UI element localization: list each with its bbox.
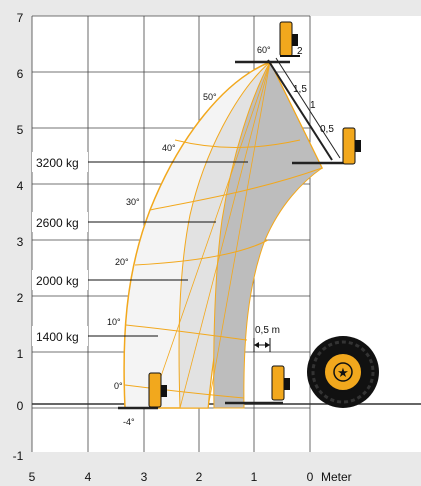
x-tick-3: 3 (141, 470, 148, 484)
y-tick-5: 5 (17, 123, 24, 137)
extension-mark-2: 2 (297, 46, 303, 57)
load-label-2000: 2000 kg (36, 274, 79, 288)
y-tick-4: 4 (17, 179, 24, 193)
spoke-1 (207, 61, 271, 409)
angle-neg4: -4° (123, 417, 135, 427)
y-tick-1: 1 (17, 347, 24, 361)
y-tick-6: 6 (17, 67, 24, 81)
svg-text:★: ★ (337, 365, 349, 380)
x-tick-1: 1 (251, 470, 258, 484)
load-leaders (88, 161, 248, 337)
load-label-3200: 3200 kg (36, 156, 79, 170)
angle-0: 0° (114, 381, 123, 391)
angle-20: 20° (115, 257, 129, 267)
carriage-icon-left (148, 372, 167, 408)
angle-30: 30° (126, 197, 140, 207)
offset-dimension (253, 338, 271, 352)
boom-top (235, 57, 348, 165)
arc-30 (134, 239, 269, 266)
extension-mark-0-5: 0,5 (320, 124, 334, 135)
offset-label: 0,5 m (255, 325, 280, 336)
angle-50: 50° (203, 92, 217, 102)
zone-inner (213, 60, 323, 409)
carriage-icon-ground (271, 365, 290, 401)
y-tick-7: 7 (17, 11, 24, 25)
angle-40: 40° (162, 143, 176, 153)
carriage-icon-right (342, 127, 361, 165)
y-tick-3: 3 (17, 235, 24, 249)
x-tick-2: 2 (196, 470, 203, 484)
angle-60: 60° (257, 45, 271, 55)
carriage-icon-top (279, 21, 300, 57)
arc-40 (149, 167, 323, 211)
load-envelope (123, 60, 324, 409)
forks-ground (118, 401, 283, 410)
arc-10 (124, 384, 245, 399)
x-tick-4: 4 (85, 470, 92, 484)
x-tick-0: 0 (307, 470, 314, 484)
extension-mark-1-5: 1,5 (293, 84, 307, 95)
angle-10: 10° (107, 317, 121, 327)
y-tick-0: 0 (17, 399, 24, 413)
tire-icon: ★ (307, 336, 379, 408)
y-tick-neg1: -1 (13, 449, 24, 463)
y-tick-2: 2 (17, 291, 24, 305)
arc-50 (174, 139, 301, 148)
spoke-3 (149, 61, 271, 409)
load-label-1400: 1400 kg (36, 330, 79, 344)
spoke-2 (179, 61, 271, 409)
extension-mark-1: 1 (310, 100, 316, 111)
x-tick-5: 5 (29, 470, 36, 484)
load-label-2600: 2600 kg (36, 216, 79, 230)
x-axis-unit: Meter (321, 470, 352, 484)
arc-20 (125, 324, 248, 341)
